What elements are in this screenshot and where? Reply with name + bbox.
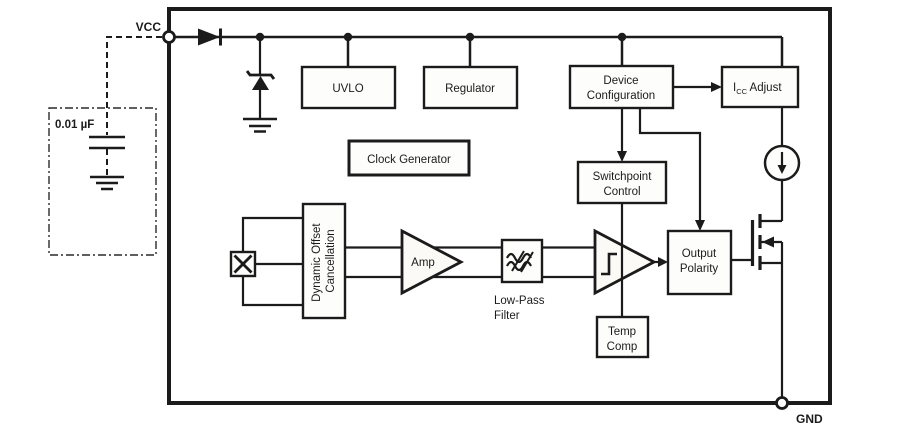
external-enclosure-box [48,107,157,256]
output-polarity-label-line2: Polarity [680,263,719,275]
uvlo-label: UVLO [332,83,363,95]
amp-label: Amp [411,257,435,269]
amp-block: Amp [400,228,465,296]
wave-filter-icon [506,250,534,273]
down-arrow-in-circle-icon [763,144,801,182]
clock-generator-label: Clock Generator [367,154,451,166]
output-polarity-block: Output Polarity [666,229,733,296]
cap-value-label: 0.01 µF [55,119,94,131]
nmos-transistor-icon [731,214,782,270]
comparator-output-wire [654,257,668,267]
clock-generator-block: Clock Generator [347,139,471,177]
uvlo-block: UVLO [300,65,397,110]
vcc-pin: VCC [136,20,176,44]
external-cap-section: 0.01 µF [48,36,162,256]
dynamic-offset-cancellation-block: Dynamic Offset Cancellation [301,202,347,320]
device-configuration-block: Device Configuration [568,64,675,110]
temp-comp-label-line1: Temp [608,326,636,338]
output-polarity-label-line1: Output [682,248,717,260]
signal-path-wires [345,246,595,279]
hysteresis-icon [601,252,617,276]
capacitor-icon [89,135,125,150]
device-config-label-line2: Configuration [587,90,655,102]
junction-dot [343,32,353,42]
low-pass-filter-block: Low-Pass Filter [494,238,545,322]
x-cross-icon [233,254,253,274]
vcc-rail [174,28,784,67]
ground-icon [243,117,277,133]
chip-outline [167,7,832,405]
junction-dot [255,32,265,42]
device-config-label-line1: Device [603,75,638,87]
junction-dot [465,32,475,42]
junction-dot [617,32,627,42]
gnd-pin-label: GND [796,412,823,426]
regulator-block: Regulator [422,65,519,110]
zener-branch [243,41,277,133]
comparator-block [593,228,658,296]
output-stage [731,107,801,398]
hall-element-section [229,216,303,307]
temp-comp-block: Temp Comp [595,315,650,359]
switchpoint-control-block: Switchpoint Control [576,160,668,205]
gnd-pin: GND [775,396,823,426]
config-routing-wires [617,82,722,231]
ground-icon [90,175,124,191]
lpf-label-line1: Low-Pass [494,295,545,307]
cap-wire-top [106,36,162,135]
switchpoint-label-line2: Control [603,186,640,198]
diode-icon [198,28,222,46]
doc-label: Dynamic Offset Cancellation [311,220,337,302]
zener-diode-icon [245,70,276,90]
vcc-pin-label: VCC [136,20,162,34]
switchpoint-label-line1: Switchpoint [593,171,653,183]
regulator-label: Regulator [445,83,495,95]
temp-comp-label-line2: Comp [607,341,638,353]
lpf-label-line2: Filter [494,310,520,322]
